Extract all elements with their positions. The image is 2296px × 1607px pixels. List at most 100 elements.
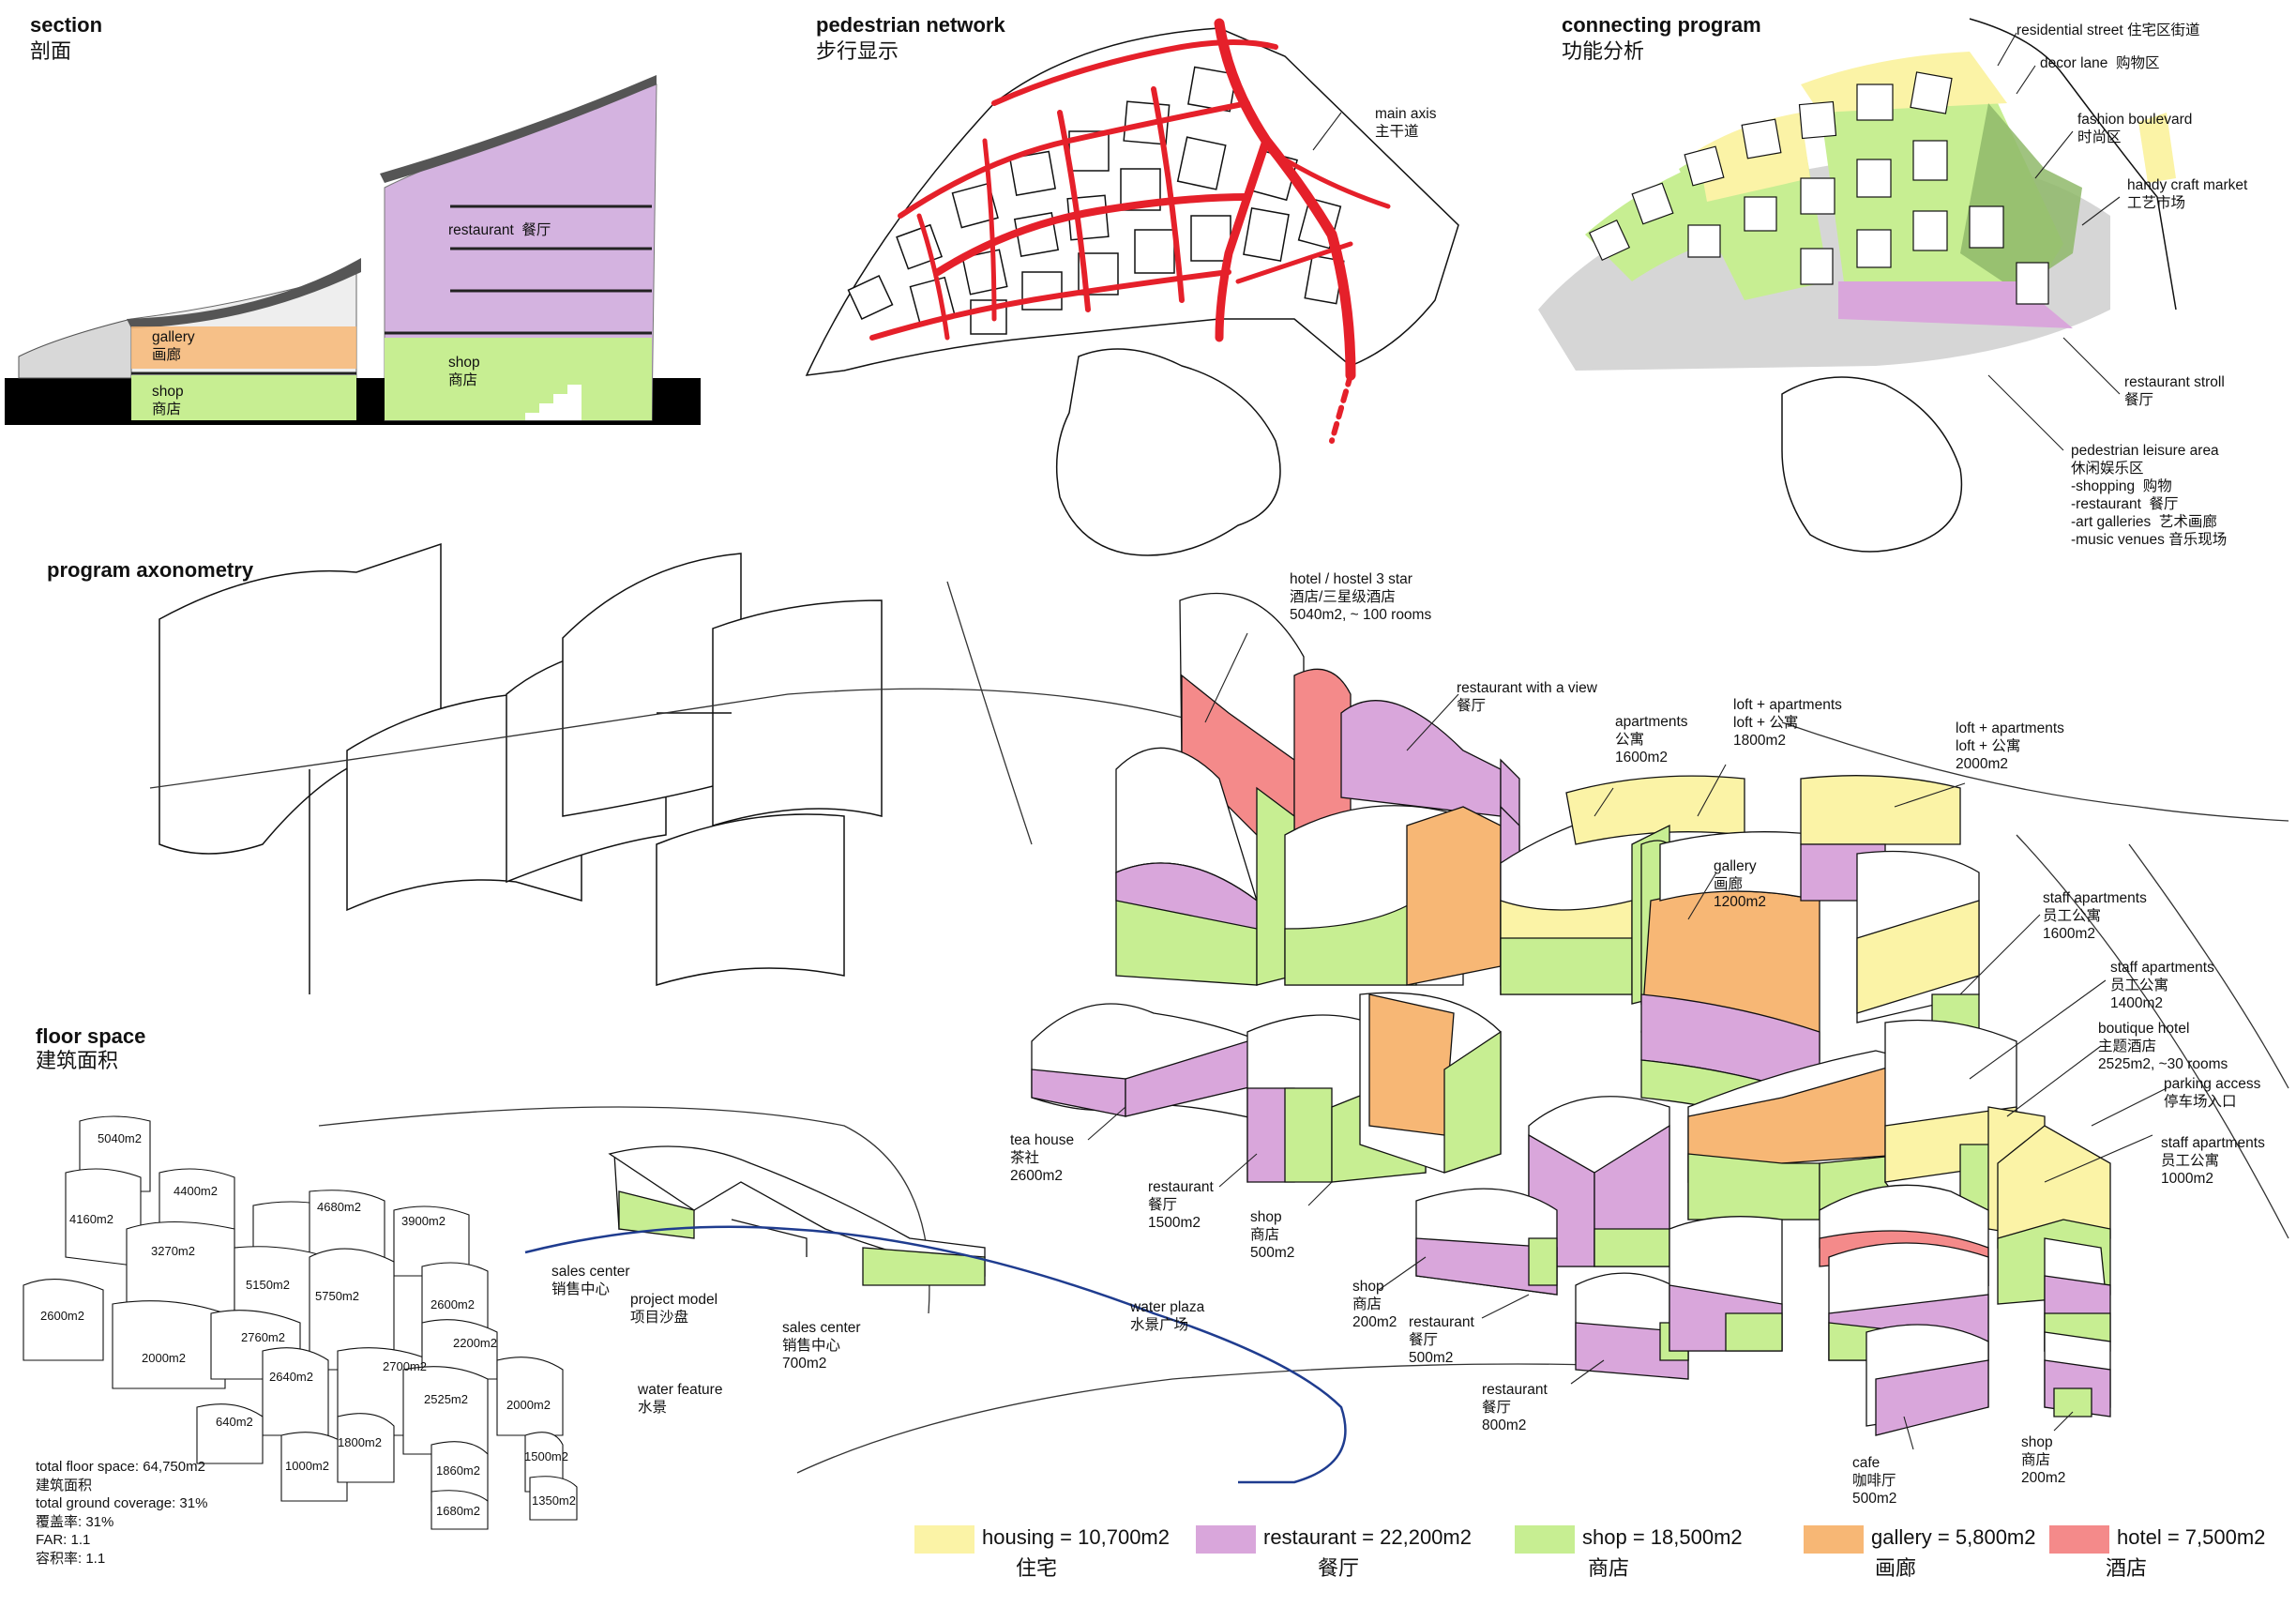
fashion-boulevard-label: fashion boulevard — [2077, 112, 2193, 128]
area-label: 2000m2 — [142, 1351, 186, 1365]
legend-swatch — [1196, 1525, 1256, 1554]
pedestrian-red-routes — [869, 18, 1391, 444]
floor-space-summary: total floor space: 64,750m2 建筑面积 total g… — [36, 1459, 208, 1567]
restaurant-stroll-label: restaurant stroll — [2124, 374, 2225, 390]
area-label: 4680m2 — [317, 1200, 361, 1214]
connecting-program-map — [1538, 18, 2177, 553]
pedestrian-title: pedestrian network — [816, 13, 1005, 37]
area-label: 5150m2 — [246, 1278, 290, 1292]
handy-craft-label: handy craft market — [2127, 177, 2248, 193]
leisure-area-label: pedestrian leisure area 休闲娱乐区 -shopping … — [2071, 443, 2228, 548]
pedestrian-title-zh: 步行显示 — [816, 39, 899, 63]
floor-space-blocks — [23, 1115, 578, 1530]
boutique-hotel-annotation: boutique hotel 主题酒店 2525m2, ~30 rooms — [2098, 1021, 2228, 1072]
area-label: 1860m2 — [436, 1463, 480, 1478]
program-massing-blocks — [608, 593, 2111, 1436]
restaurant-1500-annotation: restaurant 餐厅 1500m2 — [1148, 1179, 1214, 1231]
section-restaurant-label: restaurant 餐厅 — [448, 222, 551, 238]
area-label: 2640m2 — [269, 1370, 313, 1384]
section-drawing — [5, 75, 701, 425]
pedestrian-network-map — [805, 27, 1459, 556]
legend-label: shop = 18,500m2 — [1582, 1525, 1743, 1549]
annotation-leaders — [1087, 32, 2168, 1450]
axonometry-title: program axonometry — [47, 558, 254, 582]
area-label: 2000m2 — [506, 1398, 551, 1412]
cafe-annotation: cafe 咖啡厅 500m2 — [1852, 1455, 1897, 1507]
parking-access-annotation: parking access 停车场入口 — [2164, 1076, 2261, 1110]
area-label: 2760m2 — [241, 1330, 285, 1344]
section-shop2-label: shop — [448, 355, 480, 371]
section-shop-label: shop — [152, 384, 184, 400]
restaurant-view-annotation: restaurant with a view 餐厅 — [1457, 680, 1597, 714]
fashion-boulevard-label-zh: 时尚区 — [2077, 129, 2122, 145]
site-roads — [149, 581, 2289, 1474]
legend-label-zh: 酒店 — [2106, 1556, 2148, 1580]
main-axis-label-zh: 主干道 — [1375, 124, 1419, 140]
section-title: section — [30, 13, 103, 37]
water-feature-edge — [524, 1225, 1347, 1484]
legend-label-zh: 商店 — [1588, 1556, 1630, 1580]
residential-street-label: residential street 住宅区街道 — [2017, 23, 2200, 38]
section-shop-label-zh: 商店 — [152, 402, 182, 417]
area-label: 1680m2 — [436, 1504, 480, 1518]
area-label: 1500m2 — [524, 1449, 568, 1463]
shop-200-annotation-2: shop 商店 200m2 — [2021, 1434, 2066, 1486]
project-model-annotation: project model 项目沙盘 — [630, 1292, 718, 1326]
apartments-annotation: apartments 公寓 1600m2 — [1615, 714, 1688, 766]
tea-house-annotation: tea house 茶社 2600m2 — [1010, 1132, 1075, 1184]
area-label: 2600m2 — [430, 1297, 475, 1311]
restaurant-stroll-label-zh: 餐厅 — [2124, 392, 2154, 408]
shop-200-annotation-1: shop 商店 200m2 — [1352, 1279, 1397, 1330]
section-gallery-label-zh: 画廊 — [152, 347, 182, 363]
area-label: 5040m2 — [98, 1131, 142, 1145]
area-label: 3900m2 — [401, 1214, 446, 1228]
decor-lane-label: decor lane 购物区 — [2040, 55, 2160, 71]
area-label: 2700m2 — [383, 1359, 427, 1373]
axonometry-white-massing — [159, 542, 883, 994]
water-plaza-annotation: water plaza 水景广场 — [1130, 1299, 1205, 1333]
area-label: 5750m2 — [315, 1289, 359, 1303]
area-label: 1000m2 — [285, 1459, 329, 1473]
area-label: 4400m2 — [174, 1184, 218, 1198]
legend-label: hotel = 7,500m2 — [2117, 1525, 2266, 1549]
legend-swatch — [914, 1525, 974, 1554]
restaurant-500-annotation: restaurant 餐厅 500m2 — [1409, 1314, 1474, 1366]
legend-swatch — [2049, 1525, 2109, 1554]
water-feature-annotation: water feature 水景 — [638, 1382, 723, 1416]
staff-apartments-annotation-1: staff apartments 员工公寓 1600m2 — [2043, 890, 2147, 942]
connecting-title: connecting program — [1562, 13, 1761, 37]
shop-500-annotation: shop 商店 500m2 — [1250, 1209, 1295, 1261]
area-label: 3270m2 — [151, 1244, 195, 1258]
legend-swatch — [1804, 1525, 1864, 1554]
area-label: 2600m2 — [40, 1309, 84, 1323]
loft-annotation-1: loft + apartments loft + 公寓 1800m2 — [1733, 697, 1842, 749]
section-shop2-label-zh: 商店 — [448, 372, 478, 388]
floor-space-title-zh: 建筑面积 — [36, 1049, 119, 1072]
area-label: 1800m2 — [338, 1435, 382, 1449]
legend-label: restaurant = 22,200m2 — [1263, 1525, 1472, 1549]
floor-space-title: floor space — [36, 1024, 146, 1048]
loft-annotation-2: loft + apartments loft + 公寓 2000m2 — [1956, 720, 2064, 772]
legend-label-zh: 画廊 — [1875, 1556, 1917, 1580]
main-axis-label: main axis — [1375, 106, 1437, 122]
legend-swatch — [1515, 1525, 1575, 1554]
legend-label: housing = 10,700m2 — [982, 1525, 1170, 1549]
area-label: 4160m2 — [69, 1212, 113, 1226]
hotel-annotation: hotel / hostel 3 star 酒店/三星级酒店 5040m2, ~… — [1290, 571, 1432, 623]
program-legend: housing = 10,700m2 住宅 restaurant = 22,20… — [914, 1522, 2265, 1597]
area-label: 640m2 — [216, 1415, 253, 1429]
handy-craft-label-zh: 工艺市场 — [2127, 195, 2186, 211]
area-label: 1350m2 — [532, 1493, 576, 1508]
sales-center-annotation-1: sales center 销售中心 — [551, 1264, 630, 1297]
staff-apartments-annotation-2: staff apartments 员工公寓 1400m2 — [2110, 960, 2214, 1011]
sales-center-annotation-2: sales center 销售中心 700m2 — [782, 1320, 861, 1372]
section-gallery-label: gallery — [152, 329, 195, 345]
restaurant-800-annotation: restaurant 餐厅 800m2 — [1482, 1382, 1548, 1433]
gallery-annotation: gallery 画廊 1200m2 — [1714, 858, 1767, 910]
area-label: 2525m2 — [424, 1392, 468, 1406]
area-label: 2200m2 — [453, 1336, 497, 1350]
legend-label-zh: 餐厅 — [1318, 1556, 1360, 1580]
section-title-zh: 剖面 — [30, 39, 72, 63]
legend-label: gallery = 5,800m2 — [1871, 1525, 2036, 1549]
